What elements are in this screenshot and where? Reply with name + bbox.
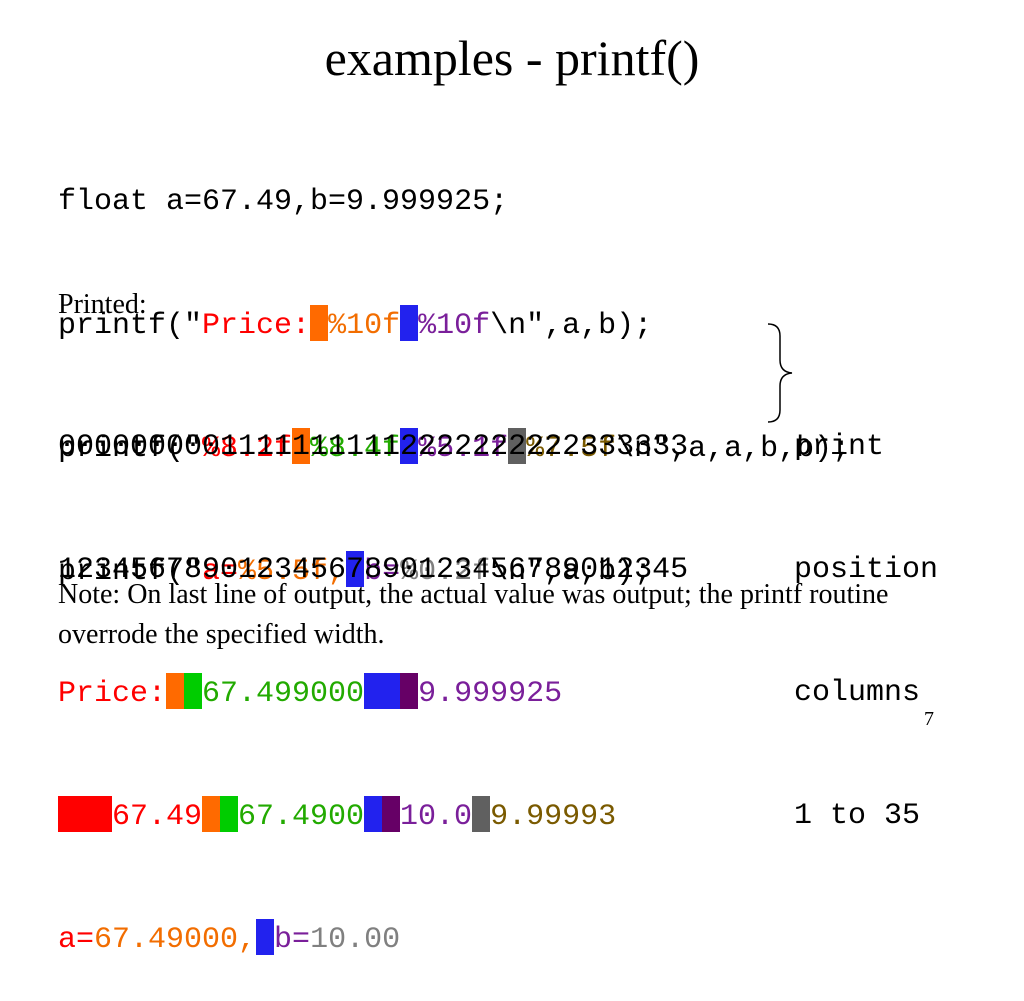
code-suffix: \n",a,b); <box>490 555 653 589</box>
space-marker-red <box>76 796 94 832</box>
a-literal: a= <box>202 555 239 589</box>
output-value: 9.99993 <box>490 800 617 834</box>
output-value: 10.0 <box>400 800 473 834</box>
code-line-3: printf("%8.2f %8.4f %5.1f %7.5f\n",a,a,b,b)… <box>58 428 850 469</box>
space-marker-orange <box>310 305 329 341</box>
side-label: 1 to 35 <box>794 799 921 833</box>
code-prefix: printf(" <box>58 309 203 343</box>
format-spec: %10f <box>328 309 401 343</box>
space-marker-blue <box>346 551 365 587</box>
space-marker-blue <box>400 305 419 341</box>
space-marker-red <box>94 796 112 832</box>
ruler-tens: 00000000011111111112222222222333333 <box>58 430 689 464</box>
format-spec: %0.2f <box>400 555 491 589</box>
space-marker-orange <box>166 673 185 709</box>
code-line-4: printf("a=%5.5f, b=%0.2f\n",a,b); <box>58 551 850 592</box>
space-marker-gray <box>508 428 527 464</box>
slide-title: examples - printf() <box>324 30 700 86</box>
code-line-2: printf("Price:%10f%10f\n",a,b); <box>58 305 850 346</box>
output-value: 10.00 <box>310 923 401 957</box>
space-marker-purple <box>382 796 401 832</box>
space-marker-green <box>184 673 203 709</box>
format-spec: %10f <box>418 309 491 343</box>
code-prefix: printf(" <box>58 432 203 466</box>
b-literal: b= <box>364 555 401 589</box>
note-text: Note: On last line of output, the actual… <box>58 579 889 650</box>
space-marker-orange <box>202 796 221 832</box>
space-marker-purple <box>400 673 419 709</box>
code-suffix: \n",a,b); <box>490 309 653 343</box>
code-suffix: \n",a,a,b,b); <box>616 432 851 466</box>
price-output: Price: <box>58 677 167 711</box>
space-marker-orange <box>292 428 311 464</box>
output-line-1: Price: 67.499000 9.999925 <box>58 673 688 714</box>
space-marker-blue <box>364 673 383 709</box>
code-line-1: float a=67.49,b=9.999925; <box>58 185 509 219</box>
side-label: columns <box>794 676 921 710</box>
side-label: position <box>794 553 939 587</box>
format-spec: %7.5f <box>526 432 617 466</box>
format-spec: %8.2f <box>202 432 293 466</box>
a-output: a= <box>58 923 95 957</box>
printed-label: Printed: <box>58 289 147 320</box>
space-marker-gray <box>472 796 491 832</box>
output-value: 9.999925 <box>418 677 563 711</box>
format-spec: %5.1f <box>418 432 509 466</box>
output-value: 67.4900 <box>238 800 365 834</box>
output-block: 00000000011111111112222222222333333 1234… <box>58 345 688 1001</box>
space-marker-green <box>220 796 239 832</box>
output-line-2: 67.49 67.4900 10.0 9.99993 <box>58 796 688 837</box>
side-label: print <box>794 430 885 464</box>
output-value: 67.499000 <box>202 677 365 711</box>
b-output: b= <box>274 923 311 957</box>
brace-icon <box>767 323 793 423</box>
price-literal: Price: <box>202 309 311 343</box>
format-spec: %8.4f <box>310 432 401 466</box>
space-marker-red <box>58 796 76 832</box>
page-number: 7 <box>924 708 934 730</box>
space-marker-blue <box>400 428 419 464</box>
space-marker-blue <box>364 796 383 832</box>
space-marker-blue <box>382 673 401 709</box>
space-marker-blue <box>256 919 275 955</box>
code-block: float a=67.49,b=9.999925; printf("Price:… <box>58 100 850 633</box>
output-line-3: a=67.49000, b=10.00 <box>58 919 688 960</box>
code-prefix: printf(" <box>58 555 203 589</box>
ruler-ones: 12345678901234567890123456789012345 <box>58 553 689 587</box>
output-value: 67.49000, <box>94 923 257 957</box>
output-value: 67.49 <box>112 800 203 834</box>
format-spec: %5.5f, <box>238 555 347 589</box>
